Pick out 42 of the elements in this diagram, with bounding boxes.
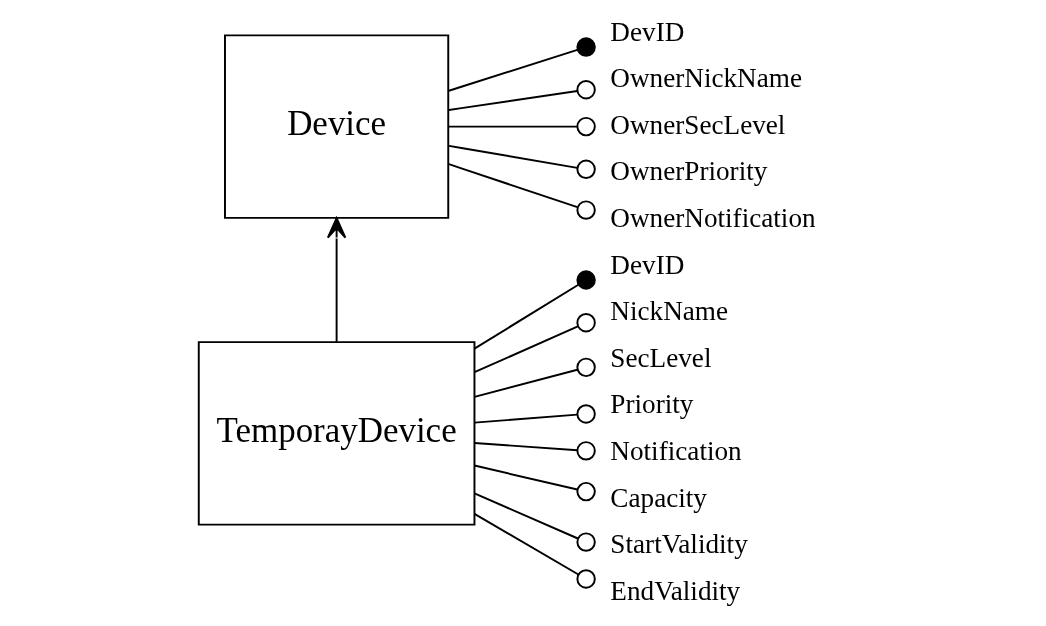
node-label: StartValidity <box>610 529 748 560</box>
connector <box>473 325 579 374</box>
node-label: EndValidity <box>610 575 741 606</box>
node-label: OwnerNotification <box>610 202 816 233</box>
connector <box>473 492 579 540</box>
node-label: DevID <box>610 249 685 280</box>
node-label: DevID <box>610 16 685 47</box>
connector <box>473 368 579 398</box>
node-circle <box>576 532 596 552</box>
connector <box>447 48 579 92</box>
node-circle <box>576 569 596 589</box>
connector <box>473 413 579 424</box>
node-label: OwnerSecLevel <box>610 109 786 140</box>
connector <box>447 163 579 209</box>
node-label: Capacity <box>610 482 707 513</box>
arrow <box>326 217 347 343</box>
node-circle <box>576 404 596 424</box>
node-circle <box>576 200 596 220</box>
node-circle <box>576 159 596 180</box>
node-box: Device <box>224 34 450 219</box>
node-circle <box>576 481 596 502</box>
node-label: OwnerNickName <box>610 63 803 94</box>
node-label: NickName <box>610 296 729 327</box>
node-label: SecLevel <box>610 342 712 373</box>
node-box: TemporayDevice <box>197 341 476 526</box>
connector <box>473 283 580 350</box>
node-label: Priority <box>610 389 694 420</box>
node-circle <box>576 441 596 461</box>
node-circle <box>576 116 596 137</box>
connector <box>473 442 579 452</box>
node-label: OwnerPriority <box>610 156 768 187</box>
connector <box>447 144 579 169</box>
connector <box>473 512 580 576</box>
connector <box>447 125 579 128</box>
connector <box>447 90 579 111</box>
node-dot <box>576 270 596 290</box>
node-circle <box>576 357 596 378</box>
connector <box>473 464 579 491</box>
node-dot <box>576 37 596 57</box>
node-circle <box>576 80 596 100</box>
node-circle <box>576 313 596 333</box>
node-label: Notification <box>610 435 742 466</box>
